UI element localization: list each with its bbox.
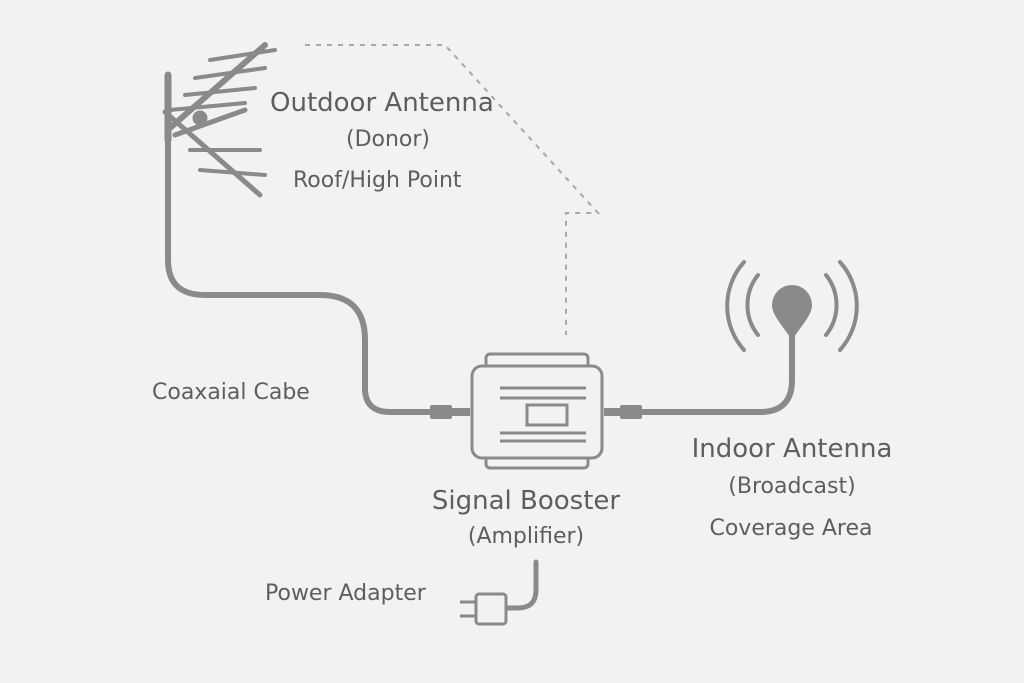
coaxial-cable [165,137,441,415]
left-connector-icon [430,405,470,419]
signal-booster-icon [470,352,604,470]
indoor-cable [639,327,795,415]
outdoor-antenna-title: Outdoor Antenna [270,88,494,118]
outdoor-antenna-location: Roof/High Point [293,168,462,193]
indoor-antenna-icon [725,260,859,352]
coverage-area-label: Coverage Area [709,516,873,541]
outdoor-antenna-icon [162,42,277,198]
signal-path-dotted [305,44,601,335]
outdoor-antenna-subtitle: (Donor) [345,127,431,152]
indoor-antenna-subtitle: (Broadcast) [728,474,856,499]
power-adapter-label: Power Adapter [265,581,426,606]
signal-booster-title: Signal Booster [431,486,621,516]
power-adapter-icon [460,592,508,626]
coaxial-cable-label: Coaxaial Cabe [152,380,310,405]
power-cord [503,559,539,611]
indoor-antenna-title: Indoor Antenna [691,434,893,464]
signal-booster-subtitle: (Amplifier) [467,524,585,549]
right-connector-icon [604,405,642,419]
